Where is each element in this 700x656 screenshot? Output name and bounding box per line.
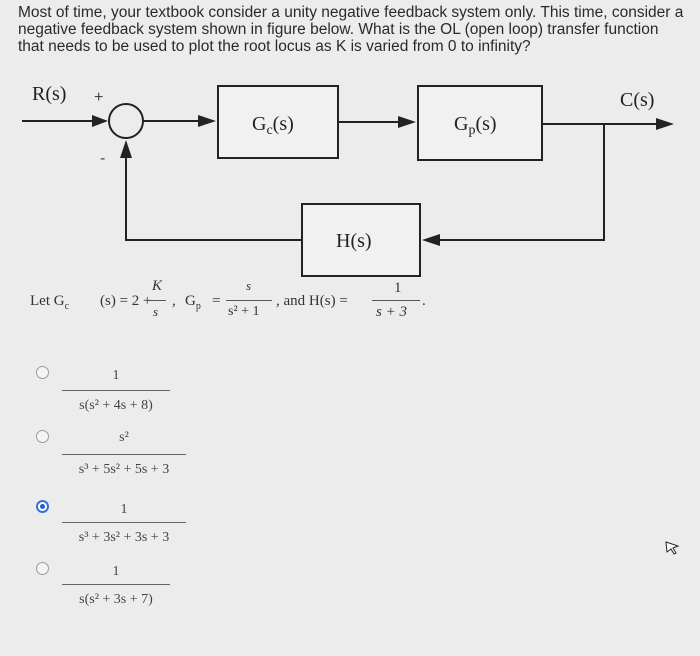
- gp-numerator: s: [246, 278, 252, 293]
- gp-denominator: s² + 1: [228, 304, 260, 319]
- option-1-fraction-bar: [62, 390, 170, 391]
- radio-button-2[interactable]: [36, 430, 49, 443]
- feedback-arrow-to-sum: [120, 140, 132, 158]
- radio-button-4[interactable]: [36, 562, 49, 575]
- gp-fraction-bar: [226, 300, 272, 301]
- option-2-numerator: s²: [119, 430, 129, 445]
- h-numerator: 1: [394, 280, 402, 296]
- gc-expression: (s) = 2 +: [100, 293, 152, 309]
- gp-equals: =: [212, 293, 221, 309]
- question-text: Most of time, your textbook consider a u…: [18, 4, 684, 55]
- option-2-denominator: s³ + 5s² + 5s + 3: [78, 462, 170, 477]
- option-3-fraction-bar: [62, 522, 186, 523]
- feedback-path-right: [440, 124, 605, 241]
- mouse-pointer-icon: [665, 541, 680, 555]
- option-3-numerator: 1: [120, 502, 128, 517]
- gp-block: [417, 85, 543, 161]
- input-label: R(s): [32, 83, 66, 105]
- summing-minus-sign: -: [100, 150, 105, 167]
- feedback-path-left: [125, 158, 302, 241]
- option-2-fraction-bar: [62, 454, 186, 455]
- gc-fraction-bar: [148, 300, 166, 301]
- radio-button-1[interactable]: [36, 366, 49, 379]
- gp-block-label: Gp(s): [454, 113, 497, 138]
- gc-denominator: s: [153, 304, 159, 319]
- h-block-label: H(s): [336, 230, 372, 252]
- gp-symbol: Gp: [185, 293, 201, 312]
- period: .: [422, 293, 426, 309]
- option-4-fraction-bar: [62, 584, 170, 585]
- summing-plus-sign: +: [94, 89, 103, 106]
- output-label: C(s): [620, 89, 654, 111]
- summing-junction: [108, 103, 144, 139]
- answer-option-3[interactable]: 1 s³ + 3s² + 3s + 3: [0, 496, 260, 556]
- answer-option-2[interactable]: s² s³ + 5s² + 5s + 3: [0, 426, 260, 486]
- h-fraction-bar: [372, 300, 420, 301]
- option-4-denominator: s(s² + 3s + 7): [79, 592, 153, 607]
- gc-block: [217, 85, 339, 159]
- feedback-arrow-to-h: [422, 234, 440, 246]
- given-transfer-functions: Let Gc (s) = 2 + K s , Gp = s s² + 1 , a…: [30, 275, 450, 335]
- option-4-numerator: 1: [112, 564, 120, 579]
- gc-block-label: Gc(s): [252, 113, 294, 138]
- radio-button-3-selected[interactable]: [36, 500, 49, 513]
- gc-to-gp-arrow: [398, 116, 416, 128]
- h-denominator: s + 3: [376, 304, 407, 320]
- block-diagram: R(s) + - Gc(s) Gp(s) C(s) H(s): [22, 83, 674, 277]
- option-1-numerator: 1: [112, 368, 120, 383]
- comma: ,: [172, 293, 176, 309]
- sum-to-gc-arrow: [198, 115, 216, 127]
- answer-option-4[interactable]: 1 s(s² + 3s + 7): [0, 558, 260, 618]
- and-h-text: , and H(s) =: [276, 293, 348, 309]
- option-3-denominator: s³ + 3s² + 3s + 3: [78, 530, 170, 545]
- output-arrow: [656, 118, 674, 130]
- gc-numerator: K: [152, 278, 163, 294]
- input-arrow: [92, 115, 108, 127]
- let-text: Let Gc: [30, 293, 70, 312]
- option-1-denominator: s(s² + 4s + 8): [79, 398, 153, 413]
- answer-option-1[interactable]: 1 s(s² + 4s + 8): [0, 362, 260, 422]
